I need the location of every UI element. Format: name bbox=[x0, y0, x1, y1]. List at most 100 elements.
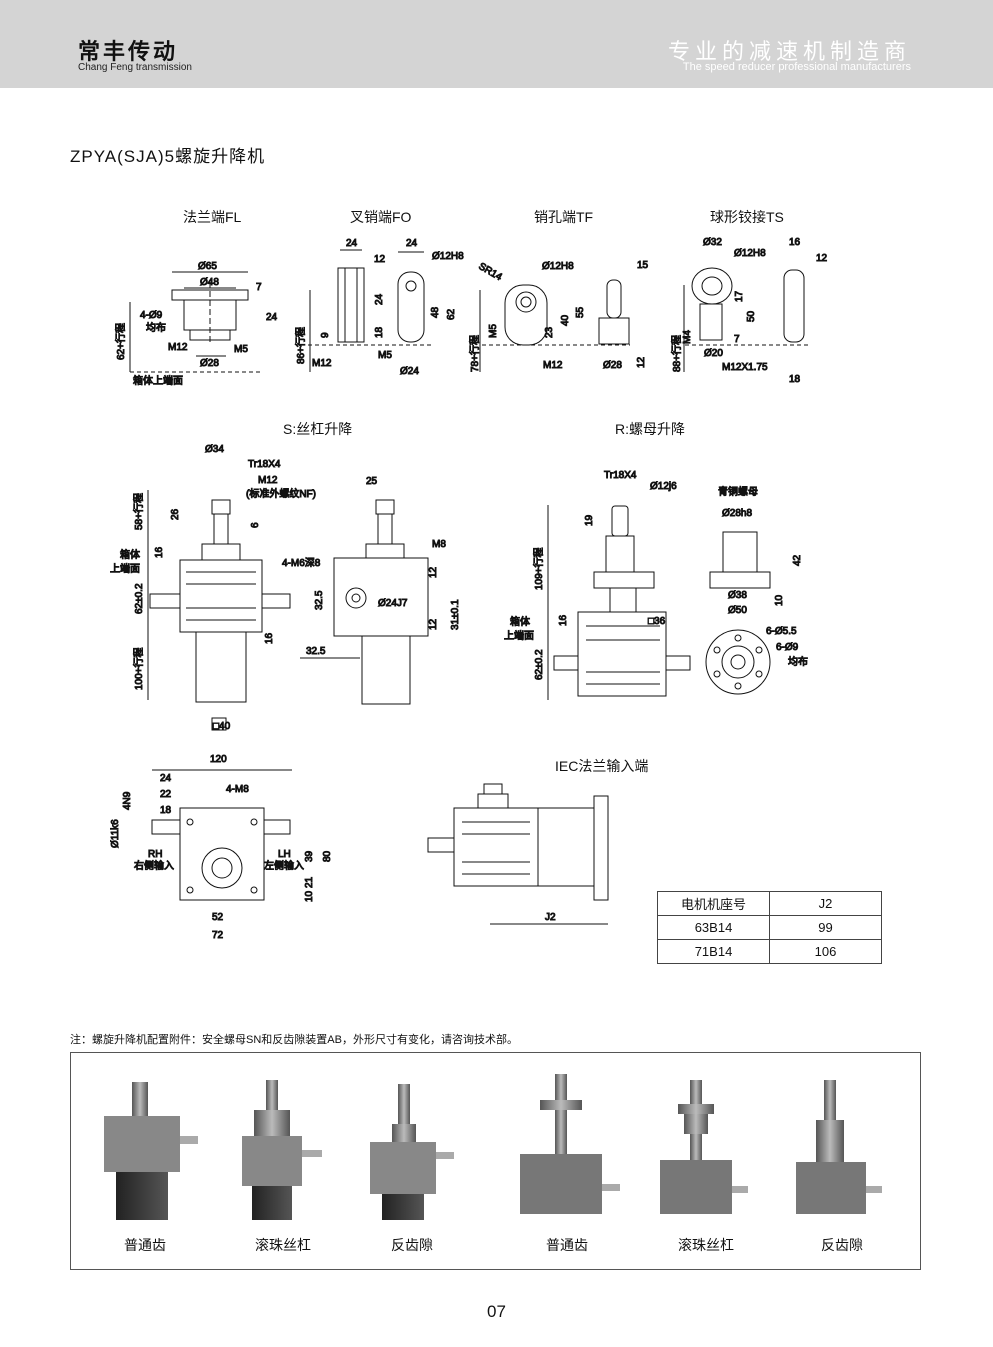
dim-ts-2: 16 bbox=[789, 237, 801, 248]
product-photo-1 bbox=[104, 1082, 198, 1220]
table-cell: 106 bbox=[769, 939, 882, 964]
dim-fo-1: 12 bbox=[374, 254, 386, 265]
dim-top-9: LH bbox=[278, 849, 291, 860]
dim-top-2: 22 bbox=[160, 789, 172, 800]
table-header: 电机机座号 bbox=[657, 891, 770, 916]
dim-tf-6: M5 bbox=[488, 324, 499, 338]
dim-tf-4: 55 bbox=[575, 306, 586, 318]
dim-tf-7: 78+行程 bbox=[468, 335, 481, 372]
dim-ts-0: Ø32 bbox=[703, 237, 722, 248]
dim-fl-4: 7 bbox=[256, 282, 262, 293]
dim-s-19: Ø24J7 bbox=[378, 598, 408, 609]
label-nut-lift: R:螺母升降 bbox=[615, 421, 685, 437]
footnote: 注：螺旋升降机配置附件：安全螺母SN和反齿隙装置AB，外形尺寸有变化，请咨询技术… bbox=[70, 1034, 518, 1046]
dim-tf-5: 23 bbox=[544, 326, 555, 338]
dim-r-11: 42 bbox=[792, 554, 803, 566]
dim-r-6: 上端面 bbox=[504, 629, 534, 642]
fork-end-drawing: 24 12 24 Ø12H8 24 62 48 9 18 86+行程 M12 M… bbox=[294, 238, 465, 378]
dim-r-1: Ø12j6 bbox=[650, 481, 677, 492]
dim-iec-0: J2 bbox=[545, 912, 556, 923]
dim-fo-6: 48 bbox=[430, 306, 441, 318]
caption-anti-backlash-1: 反齿隙 bbox=[391, 1237, 433, 1253]
dim-top-3: 18 bbox=[160, 805, 172, 816]
dim-top-10: 左侧输入 bbox=[264, 859, 304, 872]
motor-frame-table: 电机机座号 J2 63B14 99 71B14 106 bbox=[657, 891, 882, 964]
dim-s-13: □40 bbox=[213, 721, 231, 732]
dim-s-7: 16 bbox=[154, 546, 165, 558]
dim-top-15: 52 bbox=[212, 912, 224, 923]
dim-fo-9: 86+行程 bbox=[294, 327, 307, 364]
dim-r-7: □36 bbox=[648, 616, 666, 627]
dim-r-0: Tr18X4 bbox=[604, 470, 637, 481]
page-title: ZPYA(SJA)5螺旋升降机 bbox=[70, 147, 266, 166]
dim-r-9: 青铜螺母 bbox=[718, 485, 758, 498]
nut-lift-drawing: Tr18X4 Ø12j6 19 109+行程 16 箱体 上端面 □36 62±… bbox=[504, 470, 809, 700]
dim-top-1: 24 bbox=[160, 773, 172, 784]
page-number: 07 bbox=[487, 1302, 506, 1321]
dim-fo-5: 62 bbox=[446, 308, 457, 320]
dim-s-20: 12 bbox=[428, 618, 439, 630]
dim-fl-10: 箱体上端面 bbox=[133, 374, 183, 387]
product-photo-2 bbox=[242, 1080, 322, 1220]
dim-r-15: 6-Ø5.5 bbox=[766, 626, 797, 637]
product-photo-3 bbox=[370, 1084, 454, 1220]
label-screw-lift: S:丝杠升降 bbox=[283, 421, 353, 437]
dim-r-5: 箱体 bbox=[510, 615, 530, 628]
dim-tf-3: 40 bbox=[560, 314, 571, 326]
label-iec-flange: IEC法兰输入端 bbox=[555, 758, 649, 774]
dim-fo-11: M5 bbox=[378, 350, 392, 361]
dim-tf-1: Ø12H8 bbox=[542, 261, 574, 272]
dim-fl-9: 62+行程 bbox=[114, 323, 127, 360]
dim-ts-6: M4 bbox=[682, 330, 693, 344]
dim-r-16: 6-Ø9 bbox=[776, 642, 799, 653]
dim-top-7: RH bbox=[148, 849, 162, 860]
dim-ts-10: M12X1.75 bbox=[722, 362, 768, 373]
dim-ts-5: 50 bbox=[746, 310, 757, 322]
dim-s-18: 32.5 bbox=[314, 590, 325, 610]
dim-s-16: 4-M6深8 bbox=[282, 557, 321, 569]
label-ball-joint-end: 球形铰接TS bbox=[710, 209, 784, 225]
dim-s-11: 16 bbox=[264, 632, 275, 644]
product-photo-panel bbox=[70, 1052, 921, 1270]
dim-fl-6: M12 bbox=[168, 342, 188, 353]
dim-r-13: Ø50 bbox=[728, 605, 747, 616]
dim-fl-2: 4-Ø9 bbox=[140, 310, 163, 321]
ball-joint-end-drawing: Ø32 Ø12H8 16 12 17 50 M4 7 88+行程 Ø20 M12… bbox=[670, 237, 829, 386]
dim-top-11: 39 bbox=[304, 850, 315, 862]
label-flange-end: 法兰端FL bbox=[183, 209, 242, 225]
dim-ts-3: 12 bbox=[816, 253, 828, 264]
dim-fl-8: Ø28 bbox=[200, 358, 219, 369]
dim-fl-1: Ø48 bbox=[200, 277, 219, 288]
screw-lift-front-drawing: Ø34 Tr18X4 M12 (标准外螺纹NF) 26 6 58+行程 16 箱… bbox=[110, 444, 317, 733]
dim-top-16: 72 bbox=[212, 930, 224, 941]
dim-r-14: 10 bbox=[774, 594, 785, 606]
dim-s-15: M8 bbox=[432, 539, 446, 550]
brand-name-en: Chang Feng transmission bbox=[78, 62, 192, 73]
dim-fo-12: Ø24 bbox=[400, 366, 419, 377]
dim-s-10: 62±0.2 bbox=[134, 583, 145, 614]
dim-top-5: 4N9 bbox=[122, 791, 133, 810]
dim-fl-5: 24 bbox=[266, 312, 278, 323]
iec-flange-drawing: J2 bbox=[427, 783, 609, 925]
dim-tf-10: 12 bbox=[636, 356, 647, 368]
table-cell: 71B14 bbox=[657, 939, 770, 964]
technical-drawings: Ø65 Ø48 4-Ø9 均布 7 24 M12 M5 Ø28 62+行程 箱体… bbox=[110, 237, 829, 942]
dim-s-22: 32.5 bbox=[306, 646, 326, 657]
top-view-drawing: 120 24 22 18 4-M8 4N9 Ø11k6 RH 右侧输入 LH 左… bbox=[110, 754, 334, 942]
dim-s-8: 箱体 bbox=[120, 548, 140, 561]
dim-ts-8: 88+行程 bbox=[670, 335, 683, 372]
page-header: 常丰传动 Chang Feng transmission 专业的减速机制造商 T… bbox=[0, 0, 993, 88]
dim-fo-3: Ø12H8 bbox=[432, 251, 464, 262]
dim-ts-4: 17 bbox=[734, 290, 745, 302]
dim-s-1: Tr18X4 bbox=[248, 459, 281, 470]
dim-fo-2: 24 bbox=[374, 293, 385, 305]
caption-anti-backlash-2: 反齿隙 bbox=[821, 1237, 863, 1253]
dim-tf-2: 15 bbox=[637, 260, 649, 271]
dim-s-5: 6 bbox=[250, 522, 261, 528]
dim-s-4: 26 bbox=[170, 508, 181, 520]
dim-r-17: 均布 bbox=[788, 656, 808, 668]
dim-ts-11: 18 bbox=[789, 374, 801, 385]
product-photo-4 bbox=[520, 1074, 620, 1214]
dim-s-17: 12 bbox=[428, 566, 439, 578]
